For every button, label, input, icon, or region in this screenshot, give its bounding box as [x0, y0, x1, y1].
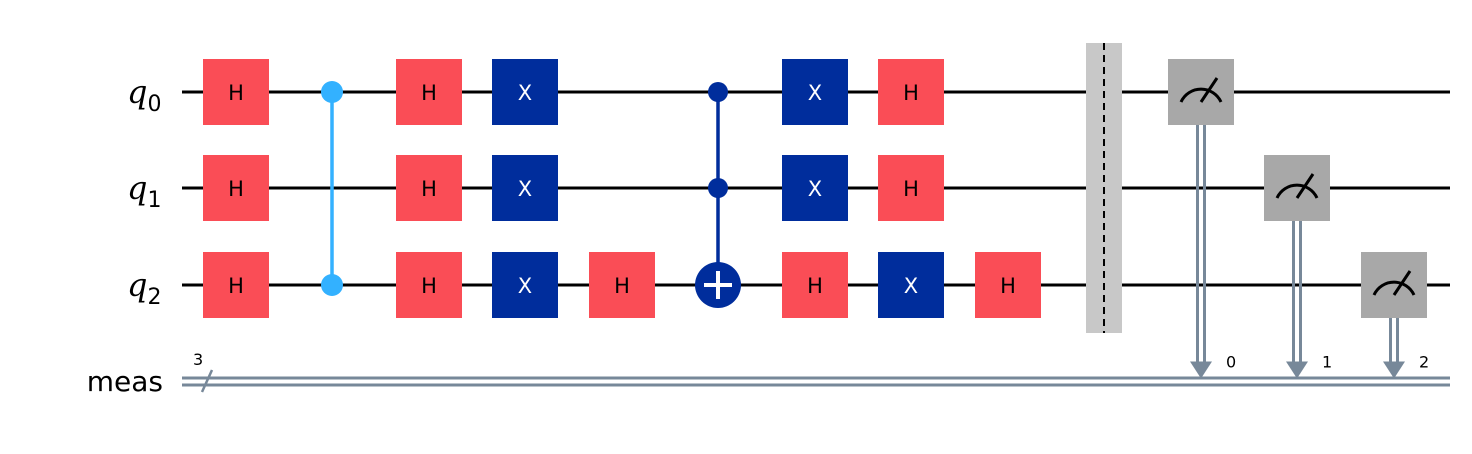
clbit-index-label: 2: [1419, 353, 1429, 372]
hadamard-gate-q2: H: [396, 252, 462, 318]
pauli-x-gate-q0: X: [782, 59, 848, 125]
toffoli-gate: [695, 82, 741, 308]
toffoli-control-dot: [708, 178, 728, 198]
meter-icon: [1179, 87, 1223, 103]
classical-register-label: meas: [87, 365, 163, 398]
clbit-index-label: 1: [1322, 353, 1332, 372]
gate-box: [203, 59, 269, 125]
meter-icon: [1372, 280, 1416, 296]
measure-arrowhead: [1383, 361, 1405, 379]
gate-label: X: [518, 274, 532, 298]
meter-needle: [1295, 173, 1315, 199]
gate-box: [782, 252, 848, 318]
clbit-index-label: 0: [1226, 353, 1236, 372]
qubit-label-q0: q0: [127, 73, 161, 117]
measure-gate-q0: 0: [1168, 59, 1236, 379]
measure-box: [1168, 59, 1234, 125]
register-size-label: 3: [193, 350, 203, 369]
gate-box: [396, 59, 462, 125]
gate-box: [782, 155, 848, 221]
gate-label: H: [228, 177, 244, 201]
hadamard-gate-q2: H: [782, 252, 848, 318]
gate-box: [492, 59, 558, 125]
measure-box: [1361, 252, 1427, 318]
pauli-x-gate-q0: X: [492, 59, 558, 125]
gate-label: H: [807, 274, 823, 298]
hadamard-gate-q2: H: [975, 252, 1041, 318]
wire-labels: q0 q1 q2 meas: [87, 73, 163, 398]
meter-needle: [1199, 77, 1219, 103]
hadamard-gate-q1: H: [396, 155, 462, 221]
gate-label: H: [421, 274, 437, 298]
register-width-slash: [200, 369, 214, 393]
gate-label: X: [808, 81, 822, 105]
measure-gate-q1: 1: [1264, 155, 1332, 379]
gate-box: [203, 252, 269, 318]
gate-box: [878, 59, 944, 125]
gate-label: H: [228, 81, 244, 105]
gate-label: H: [421, 177, 437, 201]
gate-label: H: [903, 177, 919, 201]
gate-label: H: [903, 81, 919, 105]
gate-box: [203, 155, 269, 221]
hadamard-gate-q0: H: [203, 59, 269, 125]
hadamard-gate-q2: H: [589, 252, 655, 318]
qubit-label-q1: q1: [127, 169, 161, 213]
gate-box: [396, 252, 462, 318]
cz-control-dot: [321, 81, 343, 103]
gate-box: [589, 252, 655, 318]
gate-label: X: [808, 177, 822, 201]
hadamard-gate-q1: H: [203, 155, 269, 221]
gate-label: X: [518, 81, 532, 105]
qubit-label-q2: q2: [127, 266, 161, 310]
hadamard-gate-q2: H: [203, 252, 269, 318]
hadamard-gate-q1: H: [878, 155, 944, 221]
measure-arrowhead: [1286, 361, 1308, 379]
gate-label: H: [1000, 274, 1016, 298]
gate-label: H: [228, 274, 244, 298]
barrier: [1086, 43, 1122, 333]
gate-label: H: [614, 274, 630, 298]
pauli-x-gate-q2: X: [492, 252, 558, 318]
cz-gate: [321, 81, 343, 296]
toffoli-control-dot: [708, 82, 728, 102]
gate-box: [396, 155, 462, 221]
measure-arrowhead: [1190, 361, 1212, 379]
meter-needle: [1392, 270, 1412, 296]
classical-wire: 3: [182, 350, 1450, 393]
meter-icon: [1275, 183, 1319, 199]
measure-gate-q2: 2: [1361, 252, 1429, 379]
gate-box: [878, 155, 944, 221]
gate-box: [878, 252, 944, 318]
gate-label: H: [421, 81, 437, 105]
gate-box: [492, 252, 558, 318]
gate-label: X: [904, 274, 918, 298]
gate-label: X: [518, 177, 532, 201]
pauli-x-gate-q1: X: [492, 155, 558, 221]
gates-layer: H H H H H H X X X H X X H H H X H 0 1 2: [203, 43, 1429, 379]
pauli-x-gate-q2: X: [878, 252, 944, 318]
gate-box: [492, 155, 558, 221]
gate-box: [975, 252, 1041, 318]
gate-box: [782, 59, 848, 125]
measure-box: [1264, 155, 1330, 221]
hadamard-gate-q0: H: [878, 59, 944, 125]
hadamard-gate-q0: H: [396, 59, 462, 125]
cz-control-dot: [321, 274, 343, 296]
pauli-x-gate-q1: X: [782, 155, 848, 221]
